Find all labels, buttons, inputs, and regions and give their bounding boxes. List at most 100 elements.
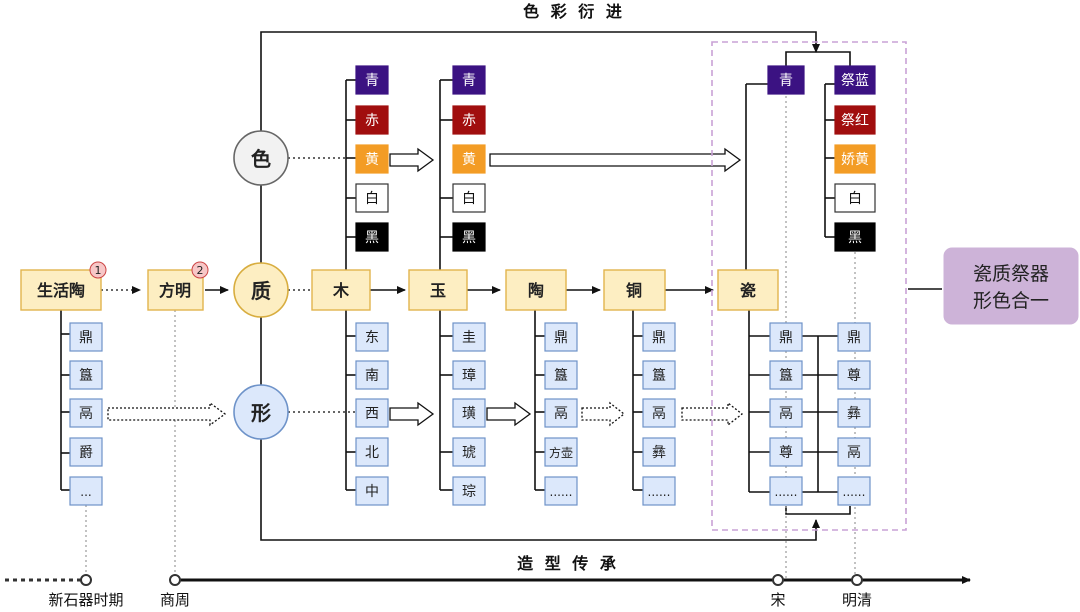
- color-yu-0-label: 青: [462, 73, 476, 89]
- ci-label: 瓷: [740, 281, 756, 300]
- shape-song-2-label: 鬲: [779, 406, 793, 422]
- color-yu-3-label: 白: [462, 191, 476, 207]
- shape-mingqing-2-label: 彝: [847, 406, 861, 422]
- color-song-qing-label: 青: [779, 73, 793, 89]
- shape-mu-4-label: 中: [365, 484, 379, 500]
- mu-label: 木: [332, 281, 350, 300]
- color-mingqing-2: 娇黄: [834, 144, 876, 174]
- color-yu-2-label: 黄: [462, 151, 476, 168]
- shape-tong-3-label: 彝: [652, 445, 666, 461]
- color-song-qing: 青: [767, 65, 805, 95]
- shape-mu-4: 中: [355, 476, 389, 506]
- shape-early-4-label: ...: [80, 485, 91, 499]
- shape-early-2: 鬲: [69, 398, 103, 428]
- shape-tao-3: 方壶: [544, 437, 578, 467]
- shape-tong-0: 鼎: [642, 322, 676, 352]
- shape-mingqing-2: 彝: [837, 398, 871, 428]
- color-mu-2-label: 黄: [365, 151, 379, 168]
- color-mingqing-4: 黑: [834, 222, 876, 252]
- box-tao: 陶: [505, 269, 567, 311]
- shape-early-3: 爵: [69, 437, 103, 467]
- shape-yu-3: 琥: [452, 437, 486, 467]
- shape-tao-1-label: 簋: [554, 368, 568, 384]
- color-mu-3-label: 白: [365, 191, 379, 207]
- color-mingqing-0-label: 祭蓝: [841, 73, 869, 89]
- shape-early-1: 簋: [69, 360, 103, 390]
- shape-early-3-label: 爵: [79, 445, 93, 461]
- shape-song-0: 鼎: [769, 322, 803, 352]
- dotted-lines: [101, 157, 356, 413]
- shenghuotao-label: 生活陶: [37, 281, 85, 300]
- circle-zhi: 质: [233, 262, 289, 318]
- color-mu-3: 白: [355, 183, 389, 213]
- connector-lines: [60, 31, 971, 584]
- box-tong: 铜: [603, 269, 666, 311]
- color-mingqing-1-label: 祭红: [841, 113, 869, 129]
- shape-tong-3: 彝: [642, 437, 676, 467]
- shape-mingqing-1-label: 尊: [847, 367, 861, 384]
- shape-mu-1: 南: [355, 360, 389, 390]
- shape-mingqing-3: 鬲: [837, 437, 871, 467]
- circle-se-label: 色: [251, 147, 271, 171]
- shape-song-2: 鬲: [769, 398, 803, 428]
- shape-tong-2: 鬲: [642, 398, 676, 428]
- color-mingqing-1: 祭红: [834, 105, 876, 135]
- timeline-label-neolithic: 新石器时期: [48, 591, 123, 609]
- shape-mu-2-label: 西: [365, 406, 379, 422]
- box-mu: 木: [311, 269, 371, 311]
- shape-tong-1-label: 簋: [652, 368, 666, 384]
- shape-mingqing-0: 鼎: [837, 322, 871, 352]
- color-mu-0: 青: [355, 65, 389, 95]
- shape-mu-2: 西: [355, 398, 389, 428]
- circle-zhi-label: 质: [251, 279, 271, 303]
- shape-mingqing-0-label: 鼎: [847, 330, 861, 346]
- color-mu-4-label: 黑: [365, 230, 379, 246]
- shape-mu-0: 东: [355, 322, 389, 352]
- result-box: 瓷质祭器 形色合一: [943, 247, 1079, 325]
- top-label: 色 彩 衍 进: [523, 2, 625, 21]
- box-fangming: 方明 2: [147, 261, 209, 311]
- color-mingqing-4-label: 黑: [848, 230, 862, 246]
- timeline-marker-song: [772, 574, 784, 586]
- timeline: 新石器时期 商周 宋 明清: [48, 574, 872, 609]
- fangming-label: 方明: [159, 281, 191, 300]
- shape-song-3-label: 尊: [779, 444, 793, 461]
- shape-song-1: 簋: [769, 360, 803, 390]
- circle-xing: 形: [233, 384, 289, 440]
- shape-mingqing-4-label: ......: [843, 485, 866, 499]
- color-yu-1: 赤: [452, 105, 486, 135]
- shape-yu-1-label: 璋: [462, 368, 476, 384]
- shape-yu-1: 璋: [452, 360, 486, 390]
- color-mingqing-3-label: 白: [848, 191, 862, 207]
- color-mu-2: 黄: [355, 144, 389, 174]
- color-mu-1-label: 赤: [365, 113, 379, 129]
- shape-mu-1-label: 南: [365, 368, 379, 384]
- result-line2: 形色合一: [973, 290, 1049, 312]
- shape-song-3: 尊: [769, 437, 803, 467]
- shape-early-4: ...: [69, 476, 103, 506]
- shape-mu-3-label: 北: [365, 445, 379, 461]
- shape-yu-0-label: 圭: [462, 330, 476, 346]
- shape-song-4-label: ......: [775, 485, 798, 499]
- timeline-label-shangzhou: 商周: [160, 591, 190, 609]
- shape-mingqing-3-label: 鬲: [847, 445, 861, 461]
- shape-yu-2: 璜: [452, 398, 486, 428]
- shape-tong-0-label: 鼎: [652, 330, 666, 346]
- color-yu-4-label: 黑: [462, 230, 476, 246]
- color-yu-2: 黄: [452, 144, 486, 174]
- shape-early-0-label: 鼎: [79, 330, 93, 346]
- shape-yu-3-label: 琥: [462, 445, 476, 461]
- shape-early-2-label: 鬲: [79, 406, 93, 422]
- box-ci: 瓷: [717, 269, 779, 311]
- color-yu-3: 白: [452, 183, 486, 213]
- shape-yu-4-label: 琮: [462, 484, 476, 500]
- timeline-label-mingqing: 明清: [842, 591, 872, 609]
- shape-song-0-label: 鼎: [779, 330, 793, 346]
- box-shenghuotao: 生活陶 1: [20, 261, 107, 311]
- color-mu-0-label: 青: [365, 73, 379, 89]
- color-mu-1: 赤: [355, 105, 389, 135]
- color-mingqing-0: 祭蓝: [834, 65, 876, 95]
- yu-label: 玉: [430, 281, 446, 300]
- badge-2: 2: [197, 264, 204, 277]
- shape-tao-2: 鬲: [544, 398, 578, 428]
